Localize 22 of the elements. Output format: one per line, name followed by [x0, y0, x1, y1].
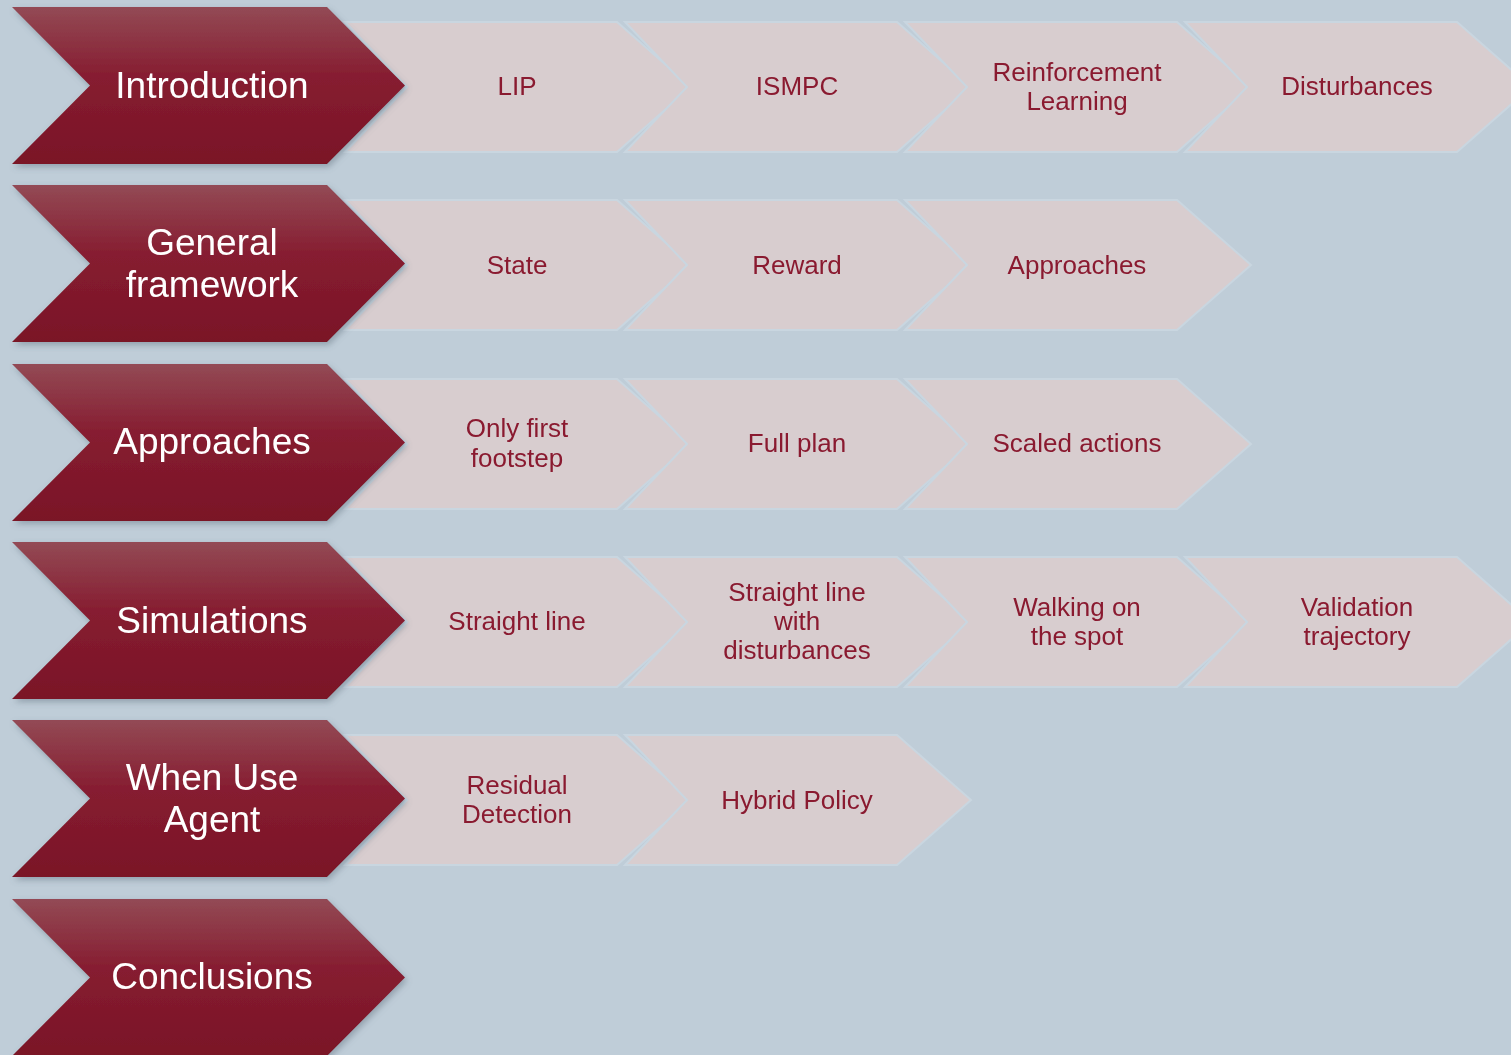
topic-label: Validation trajectory [1299, 592, 1415, 651]
topic-label: Disturbances [1280, 72, 1434, 102]
topic-label: LIP [496, 72, 538, 102]
topic-label: Hybrid Policy [720, 785, 874, 815]
topic-label: Approaches [1006, 250, 1148, 280]
topic-label: Walking on the spot [1012, 592, 1142, 651]
topic-label: State [485, 250, 549, 280]
section-label: Conclusions [110, 956, 314, 998]
topic-label: ISMPC [754, 72, 840, 102]
section-label: Approaches [112, 421, 312, 463]
topic-label: Straight line [447, 607, 587, 637]
section-label: When Use Agent [124, 757, 300, 841]
topic-label: Reward [751, 250, 843, 280]
topic-label: Straight line with disturbances [722, 578, 872, 666]
topic-label: Reinforcement Learning [991, 57, 1163, 117]
topic-label: Full plan [746, 429, 848, 459]
topic-label: Scaled actions [991, 429, 1163, 459]
topic-label: Only first footstep [464, 414, 570, 473]
section-label: General framework [124, 222, 300, 306]
topic-label: Residual Detection [461, 771, 573, 830]
section-label: Simulations [115, 599, 309, 642]
section-label: Introduction [114, 64, 310, 107]
